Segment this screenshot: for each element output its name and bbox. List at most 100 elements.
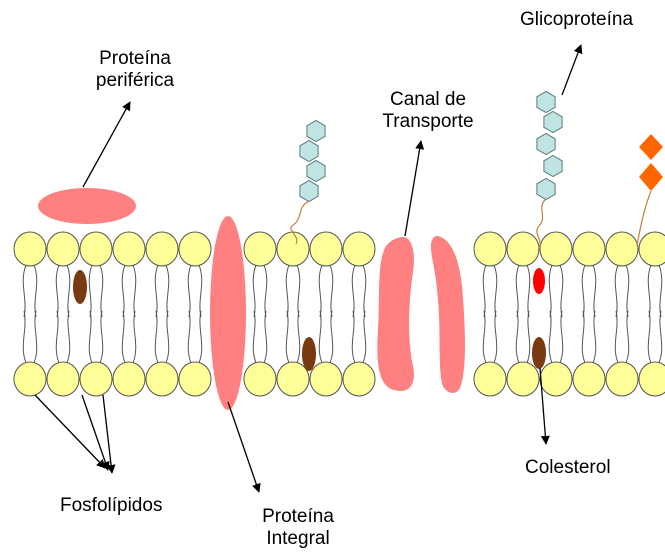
phospholipid-head-lower: [14, 362, 46, 396]
lipid-tail-lower: [188, 311, 202, 363]
phospholipid-head-lower: [80, 362, 112, 396]
lipid-tail-upper: [319, 265, 333, 317]
phospholipid-head-upper: [113, 232, 145, 266]
lipid-tail-upper: [352, 265, 366, 317]
pointer-arrows: [35, 45, 581, 492]
phospholipid-head-lower: [47, 362, 79, 396]
lipid-tail-upper: [56, 265, 70, 317]
integral-protein: [210, 216, 246, 410]
phospholipid-head-upper: [639, 232, 665, 266]
lipid-tail-lower: [549, 311, 563, 363]
cholesterol-molecule: [73, 270, 87, 304]
phospholipid-head-lower: [179, 362, 211, 396]
cholesterol-molecule: [532, 337, 546, 369]
transport-channel-left-half: [377, 237, 414, 391]
lipid-tail-upper: [615, 265, 629, 317]
phospholipid-head-upper: [47, 232, 79, 266]
lipid-tail-lower: [352, 311, 366, 363]
integral-protein-label-line2: Integral: [243, 528, 353, 550]
phospholipid-head-upper: [80, 232, 112, 266]
lipid-heads: [14, 232, 665, 396]
pointer-arrow: [228, 402, 259, 492]
sugar-hexagon: [307, 161, 325, 182]
peripheral-protein-label-line1: Proteína: [80, 48, 190, 70]
transport-channel-label-line2: Transporte: [368, 111, 488, 133]
lipid-tail-lower: [23, 311, 37, 363]
lipid-tail-lower: [56, 311, 70, 363]
phospholipid-head-lower: [146, 362, 178, 396]
lipid-tail-upper: [89, 265, 103, 317]
phospholipid-head-lower: [474, 362, 506, 396]
lipid-tail-upper: [648, 265, 662, 317]
phospholipid-head-upper: [343, 232, 375, 266]
phospholipid-head-lower: [310, 362, 342, 396]
lipid-tail-lower: [516, 311, 530, 363]
pointer-arrow: [562, 45, 581, 95]
phospholipid-head-upper: [507, 232, 539, 266]
cholesterol-label: Colesterol: [525, 457, 611, 479]
glycoprotein-label: Glicoproteína: [520, 9, 633, 31]
lipid-tail-lower: [483, 311, 497, 363]
lipid-tail-lower: [582, 311, 596, 363]
phospholipid-head-upper: [146, 232, 178, 266]
lipid-tail-upper: [188, 265, 202, 317]
lipid-tail-upper: [549, 265, 563, 317]
lipid-tail-lower: [286, 311, 300, 363]
sugar-hexagon: [300, 181, 318, 202]
phospholipid-head-lower: [639, 362, 665, 396]
phospholipid-head-lower: [244, 362, 276, 396]
cholesterol-highlight: [533, 268, 545, 294]
phospholipids-label: Fosfolípidos: [60, 495, 162, 517]
sugar-hexagon: [300, 141, 318, 162]
sugar-hexagon: [544, 112, 562, 133]
peripheral-protein-label: Proteína periférica: [80, 48, 190, 92]
transport-channel-label-line1: Canal de: [368, 89, 488, 111]
lipid-tail-lower: [122, 311, 136, 363]
sugar-hexagon: [537, 92, 555, 113]
lipid-tail-upper: [253, 265, 267, 317]
lipid-tail-upper: [582, 265, 596, 317]
glycolipid-sugar-diamond: [639, 134, 663, 160]
lipid-tail-lower: [155, 311, 169, 363]
peripheral-protein-label-line2: periférica: [80, 70, 190, 92]
lipid-tail-lower: [319, 311, 333, 363]
lipid-tails: [23, 265, 662, 363]
phospholipid-head-upper: [540, 232, 572, 266]
sugar-hexagon: [307, 121, 325, 142]
phospholipid-head-upper: [179, 232, 211, 266]
lipid-tail-upper: [286, 265, 300, 317]
sugar-hexagon: [544, 156, 562, 177]
sugar-hexagon: [537, 134, 555, 155]
phospholipid-head-lower: [113, 362, 145, 396]
phospholipid-head-upper: [277, 232, 309, 266]
sugar-hexagon: [537, 179, 555, 200]
glycolipid-sugar-diamond: [639, 163, 663, 191]
integral-protein-label-line1: Proteína: [243, 506, 353, 528]
lipid-tail-lower: [648, 311, 662, 363]
lipid-tail-lower: [89, 311, 103, 363]
lipid-tail-upper: [155, 265, 169, 317]
lipid-tail-lower: [253, 311, 267, 363]
phospholipid-head-upper: [606, 232, 638, 266]
transport-channel-right-half: [431, 236, 465, 393]
phospholipid-head-lower: [507, 362, 539, 396]
cholesterol-and-glycans: [73, 92, 663, 372]
phospholipid-head-lower: [540, 362, 572, 396]
lipid-tail-upper: [483, 265, 497, 317]
transport-channel-label: Canal de Transporte: [368, 89, 488, 133]
phospholipid-head-upper: [244, 232, 276, 266]
pointer-arrow: [83, 102, 130, 187]
phospholipid-head-upper: [14, 232, 46, 266]
cholesterol-molecule: [302, 337, 316, 371]
pointer-arrow: [405, 141, 421, 236]
lipid-tail-upper: [516, 265, 530, 317]
lipid-tail-upper: [122, 265, 136, 317]
phospholipid-head-lower: [606, 362, 638, 396]
phospholipid-head-lower: [343, 362, 375, 396]
phospholipid-head-upper: [573, 232, 605, 266]
phospholipid-head-lower: [277, 362, 309, 396]
lipid-tail-upper: [23, 265, 37, 317]
lipid-tail-lower: [615, 311, 629, 363]
integral-protein-label: Proteína Integral: [243, 506, 353, 550]
